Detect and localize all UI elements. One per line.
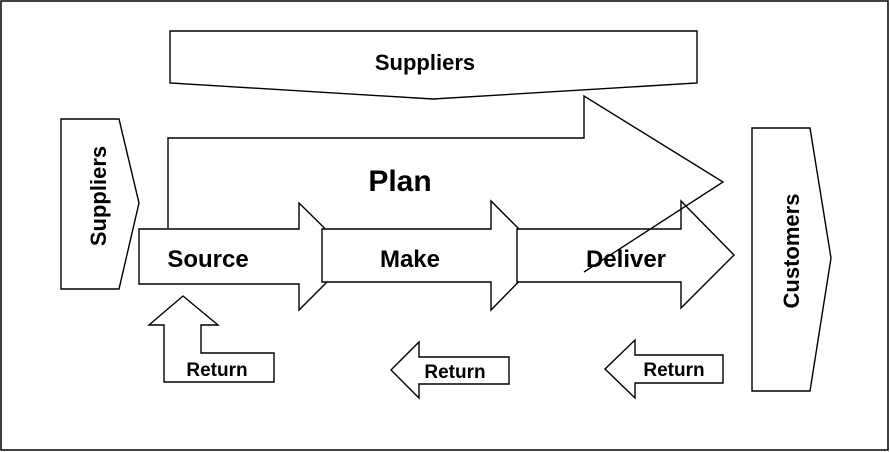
plan-arrow [167, 94, 725, 273]
return-deliver-arrow: Return [603, 338, 724, 400]
customers-label: Customers [779, 194, 804, 309]
return-make-arrow: Return [390, 340, 510, 400]
suppliers-left-shape: Suppliers [60, 118, 140, 290]
source-label: Source [167, 246, 248, 273]
deliver-label: Deliver [586, 246, 666, 273]
return-source-label: Return [186, 360, 247, 381]
customers-shape: Customers [751, 127, 832, 392]
plan-label: Plan [368, 165, 431, 198]
make-label: Make [380, 246, 440, 273]
return-deliver-label: Return [643, 360, 704, 381]
suppliers-top-shape: Suppliers [169, 30, 698, 100]
deliver-arrow [516, 199, 735, 310]
source-arrow [138, 201, 354, 312]
plan-arrow-outline [167, 94, 725, 273]
return-make-label: Return [424, 362, 485, 383]
return-source-arrow: Return [147, 295, 275, 383]
suppliers-top-label: Suppliers [375, 50, 475, 75]
suppliers-left-label: Suppliers [86, 146, 111, 246]
